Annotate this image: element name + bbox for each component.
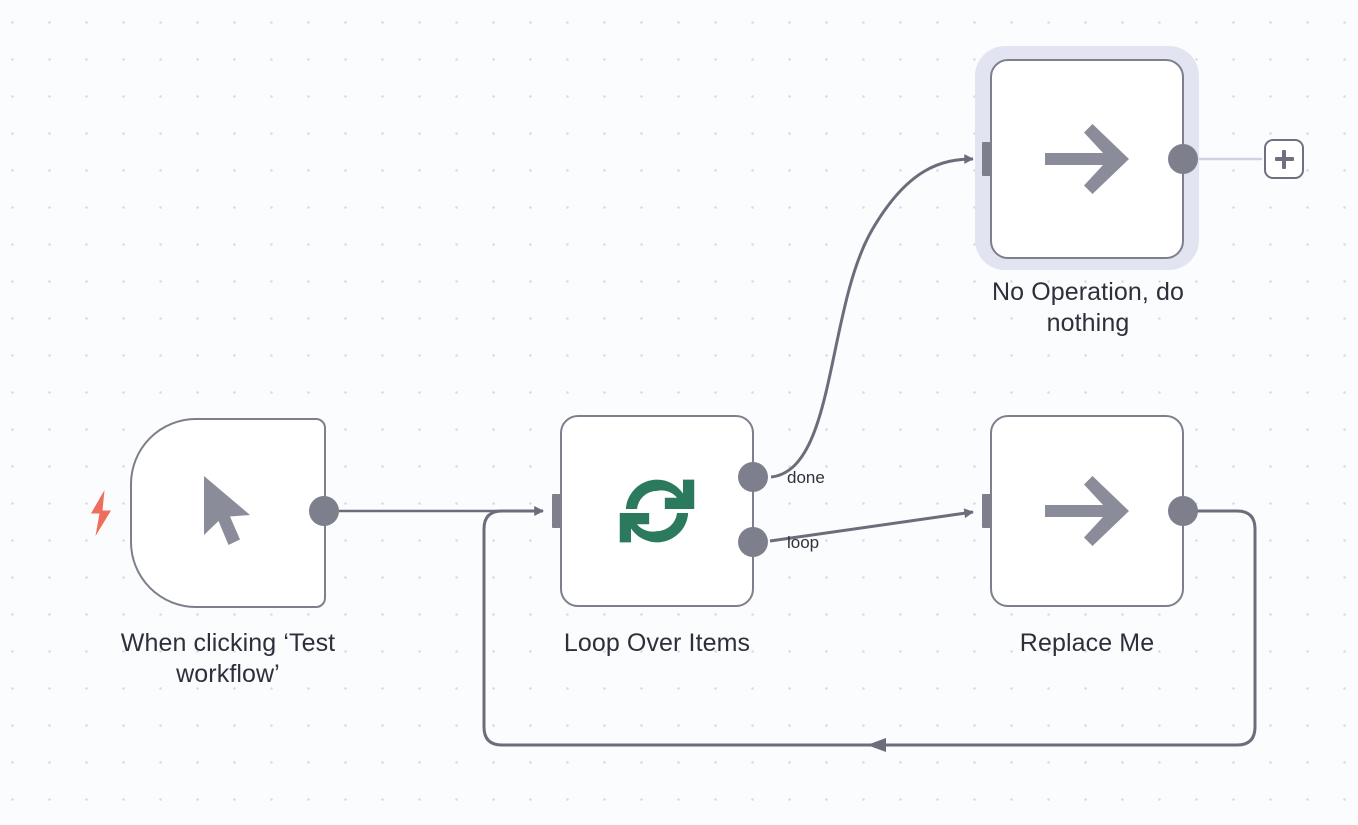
node-replace-me[interactable]: [990, 415, 1184, 607]
arrow-right-icon: [1041, 475, 1133, 547]
input-port-replace-me[interactable]: [982, 494, 993, 528]
output-label-loop: loop: [787, 533, 820, 552]
node-when-clicking-test-workflow[interactable]: [130, 418, 326, 608]
edge-loopback-direction-arrow: [867, 738, 886, 752]
node-label-replace-me: Replace Me: [1019, 629, 1155, 657]
output-port-loop-done[interactable]: [738, 462, 768, 492]
output-port-trigger[interactable]: [309, 496, 339, 526]
node-label-loop-over-items: Loop Over Items: [563, 629, 751, 657]
arrow-right-icon: [1041, 123, 1133, 195]
node-label-when-clicking-test-workflow: When clicking ‘Test workflow’: [120, 629, 336, 688]
refresh-loop-icon: [608, 462, 706, 560]
node-label-no-operation-do-nothing: No Operation, do nothing: [992, 278, 1184, 337]
node-no-operation-do-nothing[interactable]: [990, 59, 1184, 259]
input-port-loop-over-items[interactable]: [552, 494, 563, 528]
output-port-replace-me[interactable]: [1168, 496, 1198, 526]
plus-icon-vertical: [1282, 149, 1286, 169]
cursor-pointer-icon: [190, 472, 266, 554]
lightning-bolt-icon: [86, 488, 116, 538]
node-loop-over-items[interactable]: [560, 415, 754, 607]
output-label-done: done: [787, 468, 825, 487]
output-port-loop-loop[interactable]: [738, 527, 768, 557]
add-node-button[interactable]: [1264, 139, 1304, 179]
output-port-no-operation[interactable]: [1168, 144, 1198, 174]
input-port-no-operation[interactable]: [982, 142, 993, 176]
